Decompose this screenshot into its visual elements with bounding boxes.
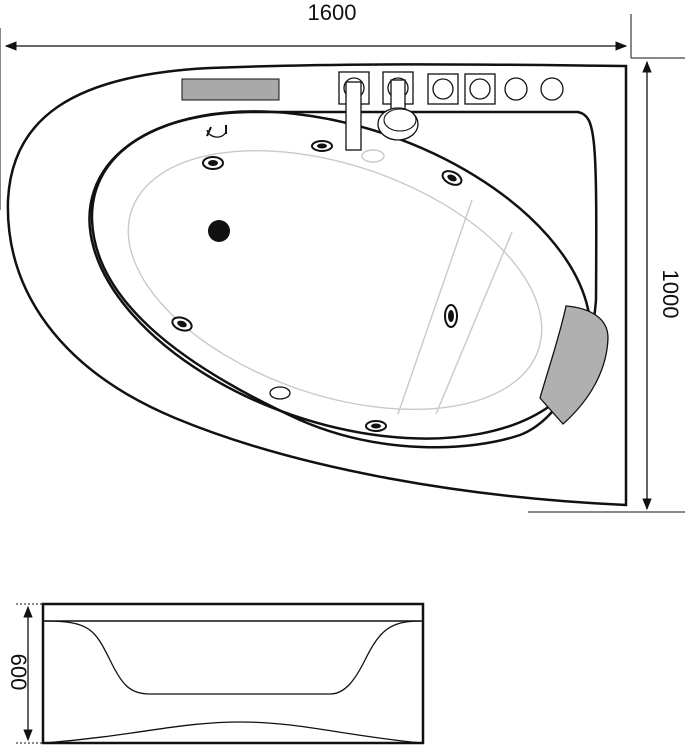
- depth-dimension: 1000: [528, 14, 685, 513]
- floor-divider-line: [435, 231, 513, 415]
- button-circle-icon: [432, 78, 454, 100]
- massage-jet: [171, 316, 193, 332]
- height-dimension: 600: [6, 603, 43, 744]
- control-panel-display: [181, 78, 280, 101]
- floor-divider-line: [397, 199, 473, 415]
- control-button-square: [464, 73, 496, 105]
- tub-outer-rim: [6, 63, 628, 507]
- basin-floor-outline: [127, 149, 543, 411]
- basin-contour: [88, 110, 592, 440]
- massage-jet: [441, 170, 463, 186]
- headrest-pillow: [539, 305, 609, 425]
- top-view: [6, 63, 628, 507]
- inner-basin-profile: [44, 620, 422, 695]
- massage-jet: [444, 304, 458, 328]
- air-nozzle: [269, 386, 291, 400]
- tub-inner-rim: [90, 110, 598, 449]
- bath-spout: [345, 81, 362, 151]
- base-apron-curve: [44, 721, 422, 744]
- depth-dimension-label: 1000: [658, 270, 683, 319]
- side-view: [41, 602, 425, 745]
- massage-jet: [365, 420, 387, 432]
- overflow-cover: [361, 149, 385, 163]
- massage-jet: [311, 140, 333, 152]
- width-dimension-label: 1600: [308, 0, 357, 25]
- height-dimension-label: 600: [6, 654, 31, 691]
- control-button-square: [427, 73, 459, 105]
- width-dimension: 1600: [0, 0, 628, 210]
- button-circle-icon: [469, 78, 491, 100]
- tub-side-body: [41, 602, 425, 745]
- control-button-round: [504, 77, 528, 101]
- massage-jet: [202, 156, 224, 170]
- control-button-round: [540, 77, 564, 101]
- drain-icon: [208, 220, 230, 242]
